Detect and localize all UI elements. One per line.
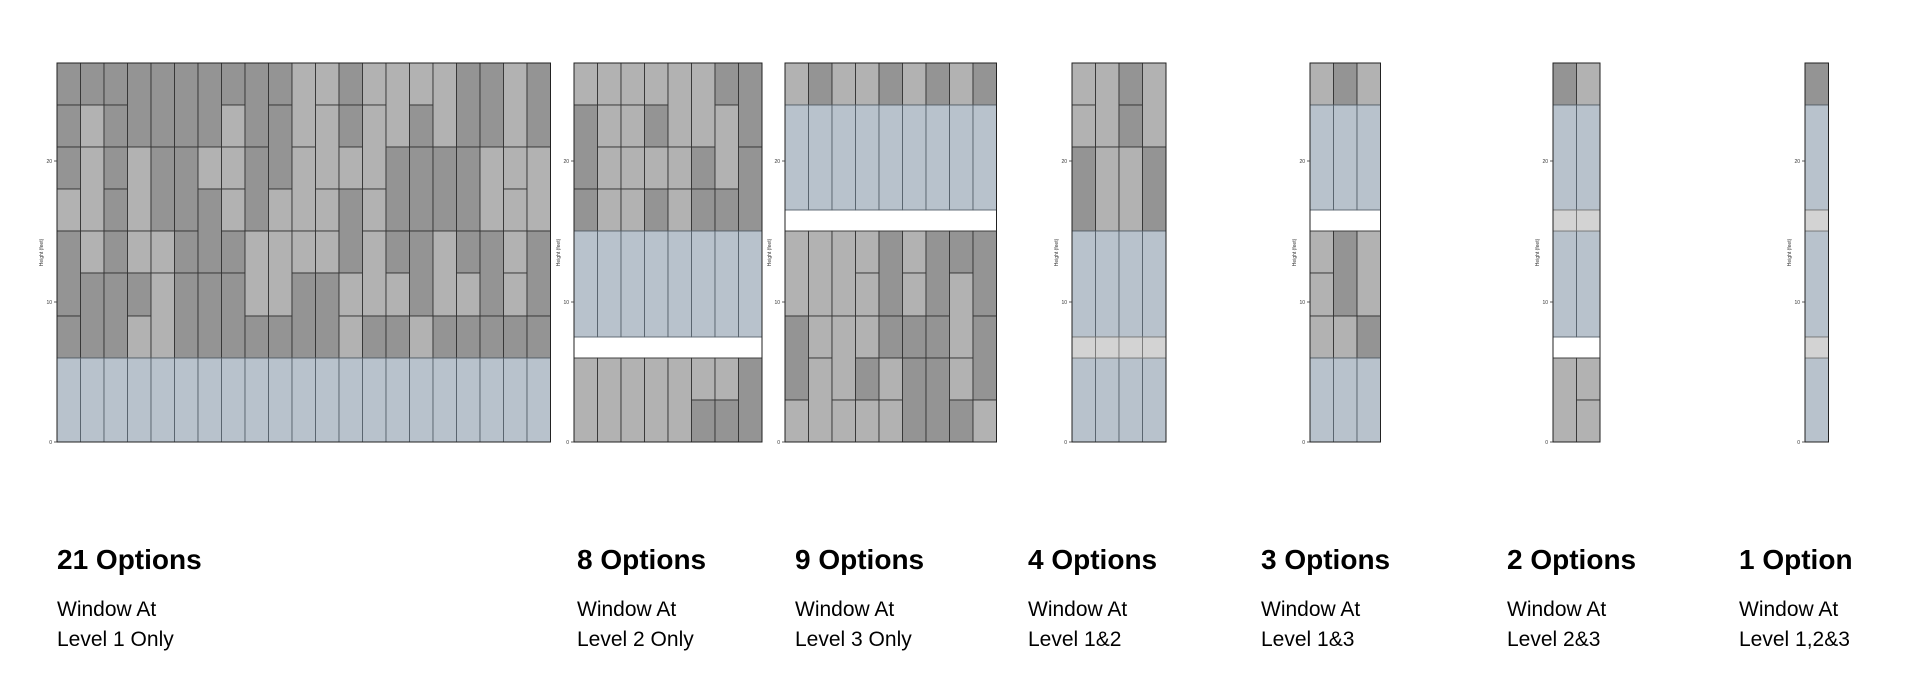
elevation-outline bbox=[573, 62, 763, 443]
window-level-text: Window At bbox=[1507, 598, 1607, 621]
y-tick-label: 0 bbox=[777, 440, 780, 446]
option-count-title: 8 Options bbox=[577, 544, 707, 575]
y-tick-label: 0 bbox=[1797, 440, 1800, 446]
y-tick-label: 20 bbox=[774, 159, 780, 165]
elevation-outline bbox=[56, 62, 551, 443]
window-level-text: Window At bbox=[795, 598, 895, 621]
y-tick-label: 0 bbox=[566, 440, 569, 446]
y-tick-label: 20 bbox=[46, 159, 52, 165]
option-count-title: 21 Options bbox=[57, 544, 202, 575]
sill-band bbox=[1804, 209, 1829, 232]
y-tick-label: 10 bbox=[1061, 300, 1067, 306]
y-axis-label: Height (feet) bbox=[767, 238, 773, 266]
y-tick-label: 20 bbox=[1299, 159, 1305, 165]
y-tick-label: 10 bbox=[774, 300, 780, 306]
window-level-text: Level 2 Only bbox=[577, 627, 694, 651]
y-tick-label: 20 bbox=[1794, 159, 1800, 165]
window-panel bbox=[1804, 104, 1829, 211]
window-level-text: Level 1&3 bbox=[1261, 627, 1355, 651]
option-count-title: 3 Options bbox=[1261, 544, 1391, 575]
window-level-text: Window At bbox=[1028, 598, 1128, 621]
y-axis-label: Height (feet) bbox=[556, 238, 562, 266]
option-count-title: 1 Option bbox=[1739, 544, 1853, 575]
option-count-title: 4 Options bbox=[1028, 544, 1158, 575]
y-tick-label: 0 bbox=[1302, 440, 1305, 446]
y-tick-label: 0 bbox=[1545, 440, 1548, 446]
elevation-outline bbox=[1071, 62, 1167, 443]
y-tick-label: 20 bbox=[563, 159, 569, 165]
window-level-text: Level 2&3 bbox=[1507, 627, 1601, 651]
option-count-title: 9 Options bbox=[795, 544, 925, 575]
elevation-outline bbox=[1804, 62, 1829, 443]
y-tick-label: 10 bbox=[563, 300, 569, 306]
y-tick-label: 20 bbox=[1061, 159, 1067, 165]
y-axis-label: Height (feet) bbox=[1054, 238, 1060, 266]
facade-panel bbox=[1804, 62, 1829, 106]
window-level-text: Level 1,2&3 bbox=[1739, 627, 1850, 651]
y-tick-label: 10 bbox=[1542, 300, 1548, 306]
y-tick-label: 10 bbox=[1299, 300, 1305, 306]
window-level-text: Window At bbox=[577, 598, 677, 621]
sill-band bbox=[1804, 336, 1829, 359]
window-panel bbox=[1804, 230, 1829, 338]
y-tick-label: 0 bbox=[1064, 440, 1067, 446]
y-axis-label: Height (feet) bbox=[1787, 238, 1793, 266]
y-axis-label: Height (feet) bbox=[39, 238, 45, 266]
window-level-text: Level 1&2 bbox=[1028, 627, 1122, 651]
y-tick-label: 20 bbox=[1542, 159, 1548, 165]
y-tick-label: 10 bbox=[1794, 300, 1800, 306]
window-level-text: Window At bbox=[1739, 598, 1839, 621]
option-count-title: 2 Options bbox=[1507, 544, 1637, 575]
elevation-outline bbox=[784, 62, 997, 443]
y-axis-label: Height (feet) bbox=[1535, 238, 1541, 266]
y-tick-label: 0 bbox=[49, 440, 52, 446]
y-axis-label: Height (feet) bbox=[1292, 238, 1298, 266]
elevation-outline bbox=[1309, 62, 1381, 443]
window-level-text: Level 1 Only bbox=[57, 627, 174, 651]
window-level-text: Window At bbox=[57, 598, 157, 621]
window-panel bbox=[1804, 357, 1829, 443]
window-level-text: Level 3 Only bbox=[795, 627, 912, 651]
elevation-outline bbox=[1552, 62, 1601, 443]
window-level-text: Window At bbox=[1261, 598, 1361, 621]
y-tick-label: 10 bbox=[46, 300, 52, 306]
